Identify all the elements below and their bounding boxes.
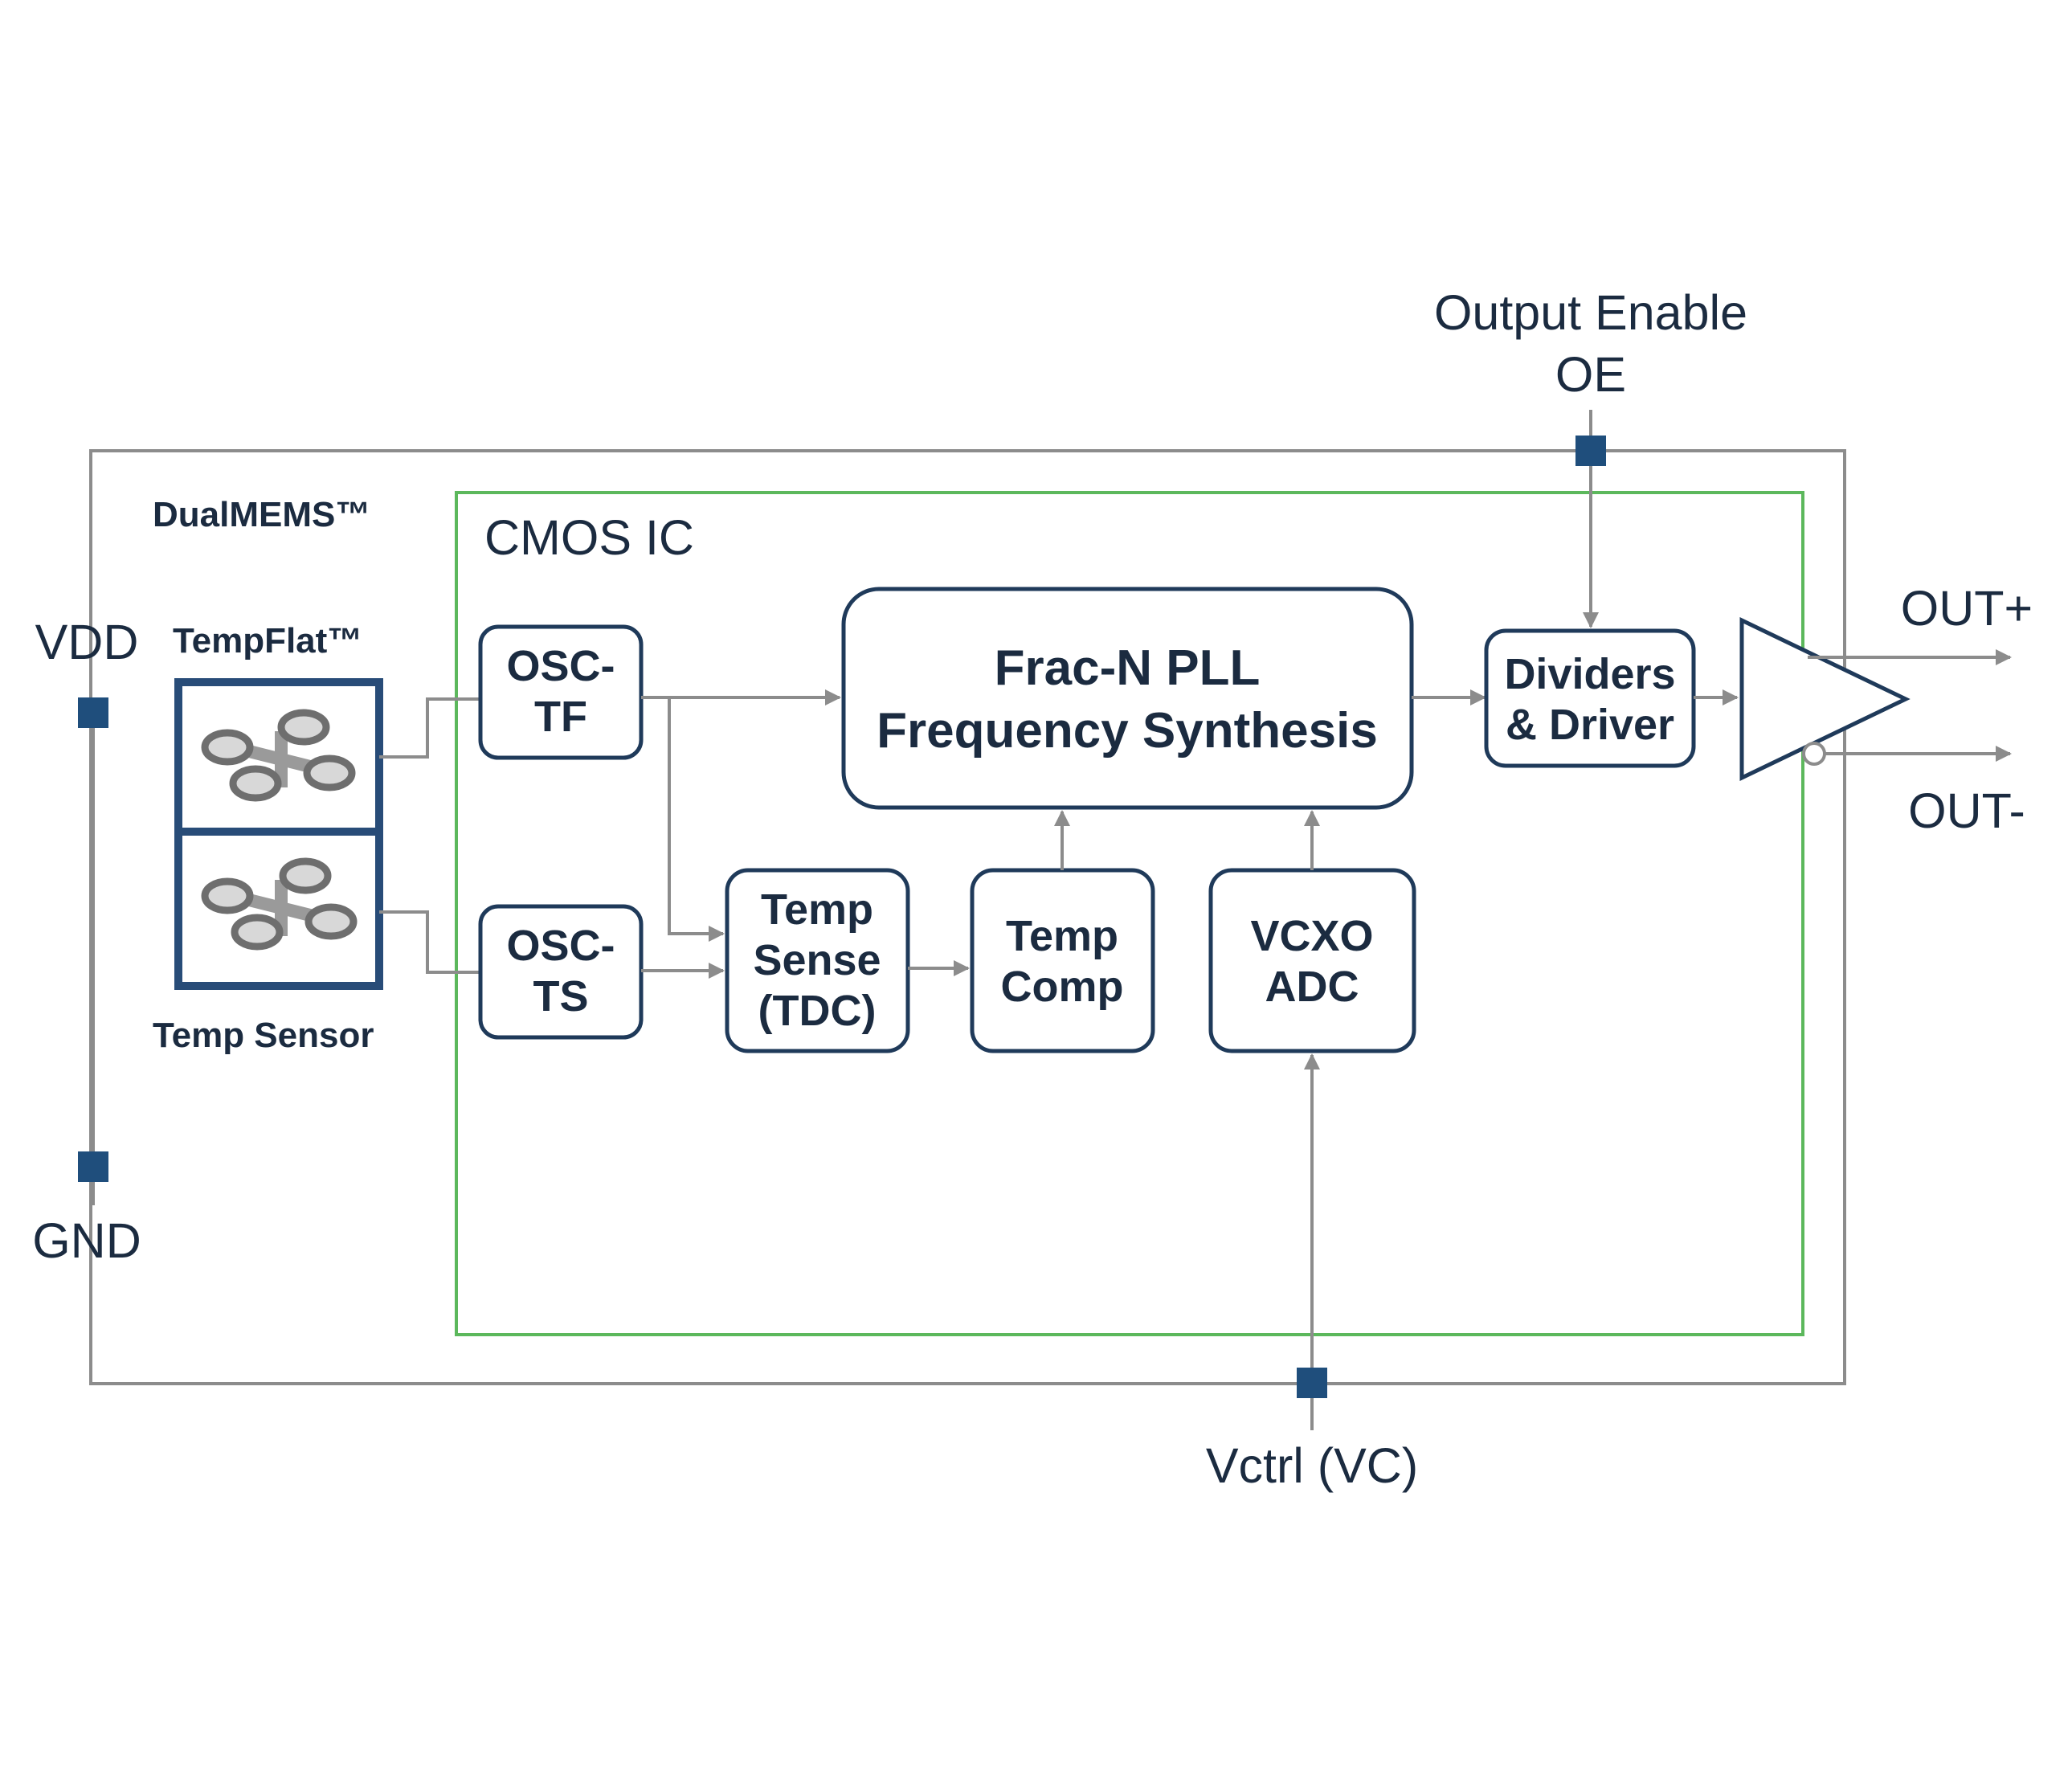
osc-ts-line1: OSC- (507, 922, 615, 970)
osc-tf-block: OSC- TF (478, 624, 644, 760)
temp-sense-line2: Sense (753, 936, 881, 984)
vdd-label: VDD (35, 615, 139, 669)
temp-comp-line1: Temp (1006, 912, 1118, 960)
resonator-icon (201, 857, 358, 951)
tempflat-resonator (174, 678, 383, 836)
output-enable-label: Output Enable (1434, 285, 1747, 340)
osc-ts-block: OSC- TS (478, 904, 644, 1040)
cmos-ic-label: CMOS IC (484, 510, 694, 565)
temp-comp-block: Temp Comp (970, 868, 1155, 1053)
osc-tf-line2: TF (534, 693, 587, 741)
out-minus-label: OUT- (1908, 783, 2025, 838)
gnd-pad (78, 1151, 108, 1182)
output-buffer (1739, 617, 1911, 781)
dividers-line1: Dividers (1504, 650, 1675, 698)
temp-comp-line2: Comp (1001, 963, 1124, 1011)
dividers-driver-block: Dividers & Driver (1484, 628, 1696, 768)
pll-line2: Frequency Synthesis (877, 703, 1378, 759)
vcxo-adc-line1: VCXO (1250, 912, 1373, 960)
temp-sense-line1: Temp (761, 885, 873, 934)
out-plus-label: OUT+ (1901, 581, 2033, 636)
temp-sense-block: Temp Sense (TDC) (725, 868, 910, 1053)
vcxo-adc-line2: ADC (1265, 963, 1359, 1011)
oe-label: OE (1555, 347, 1626, 402)
inverting-bubble (1802, 742, 1826, 766)
cmos-ic-outline (455, 491, 1804, 1336)
vctrl-label: Vctrl (VC) (1206, 1438, 1418, 1493)
temp-sense-line3: (TDC) (758, 987, 877, 1035)
resonator-icon (201, 709, 356, 802)
gnd-label: GND (32, 1213, 141, 1268)
tempflat-label: TempFlat™ (173, 621, 362, 660)
vcxo-adc-block: VCXO ADC (1208, 868, 1416, 1053)
pll-block: Frac-N PLL Frequency Synthesis (841, 587, 1414, 810)
package-outline (89, 449, 1846, 1385)
dualmems-label: DualMEMS™ (153, 495, 370, 534)
oe-pad (1575, 436, 1606, 466)
temp-sensor-label: Temp Sensor (153, 1016, 374, 1055)
temp-sensor-resonator (174, 828, 383, 990)
vdd-pad (78, 697, 108, 728)
dividers-line2: & Driver (1506, 701, 1674, 749)
vctrl-pad (1297, 1368, 1327, 1398)
osc-ts-line2: TS (533, 972, 588, 1020)
pll-line1: Frac-N PLL (995, 640, 1261, 696)
osc-tf-line1: OSC- (507, 642, 615, 690)
